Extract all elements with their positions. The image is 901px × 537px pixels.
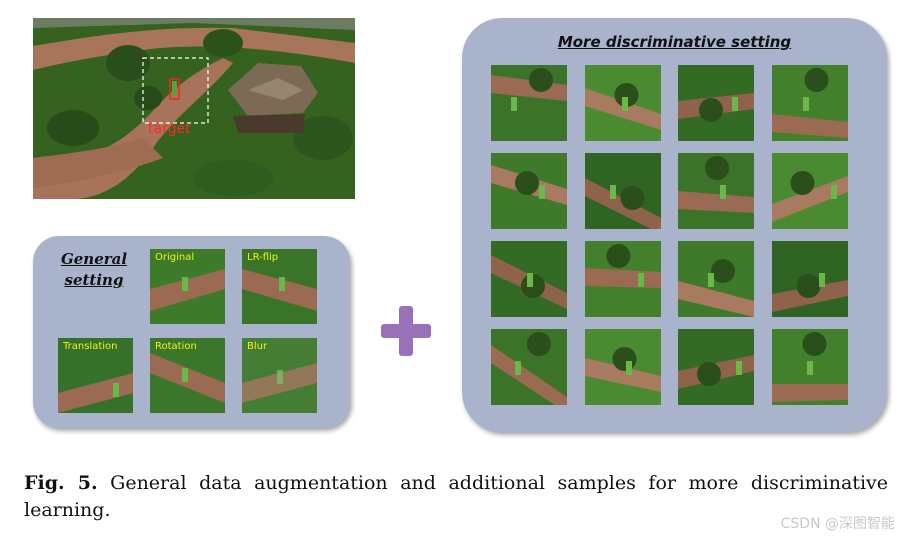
sample-lr-flip: LR-flip (242, 249, 317, 324)
sample-rotation-label: Rotation (155, 341, 197, 352)
discriminative-setting-panel: More discriminative setting (462, 18, 887, 432)
sample-translation-label: Translation (63, 341, 118, 352)
discriminative-sample (678, 241, 754, 317)
discriminative-sample (771, 241, 848, 317)
sample-blur: Blur (242, 338, 317, 413)
sample-original-label: Original (155, 252, 195, 263)
sample-blur-label: Blur (247, 341, 268, 352)
general-title-line1: General (60, 250, 128, 268)
figure-label: Fig. 5. (24, 472, 98, 494)
discriminative-setting-title: More discriminative setting (557, 33, 792, 51)
general-setting-title: General setting (55, 250, 133, 289)
target-label: target (148, 121, 191, 137)
discriminative-sample (491, 241, 567, 317)
sample-original: Original (150, 249, 225, 324)
discriminative-sample (771, 329, 848, 405)
watermark: CSDN @深图智能 (780, 516, 895, 532)
caption-text-line2: learning. (24, 499, 111, 521)
discriminative-sample (491, 329, 567, 405)
discriminative-sample (491, 65, 567, 141)
discriminative-sample (678, 65, 754, 141)
discriminative-sample (584, 241, 661, 317)
aerial-photo: target (33, 18, 355, 199)
sample-lr-flip-label: LR-flip (247, 252, 279, 263)
caption-text-line1: General data augmentation and additional… (110, 472, 889, 494)
discriminative-sample (771, 65, 848, 141)
discriminative-sample (491, 153, 567, 229)
general-setting-panel: General setting Original LR-flip Transla… (33, 236, 350, 428)
figure-caption-line1: Fig. 5. General data augmentation and ad… (24, 470, 888, 497)
discriminative-sample (584, 65, 661, 141)
discriminative-sample (584, 329, 661, 405)
discriminative-sample (584, 153, 661, 229)
sample-rotation: Rotation (150, 338, 225, 413)
discriminative-sample (771, 153, 848, 229)
plus-icon (381, 306, 431, 356)
discriminative-sample (678, 153, 754, 229)
sample-translation: Translation (58, 338, 133, 413)
general-title-line2: setting (64, 271, 124, 289)
discriminative-sample (678, 329, 754, 405)
